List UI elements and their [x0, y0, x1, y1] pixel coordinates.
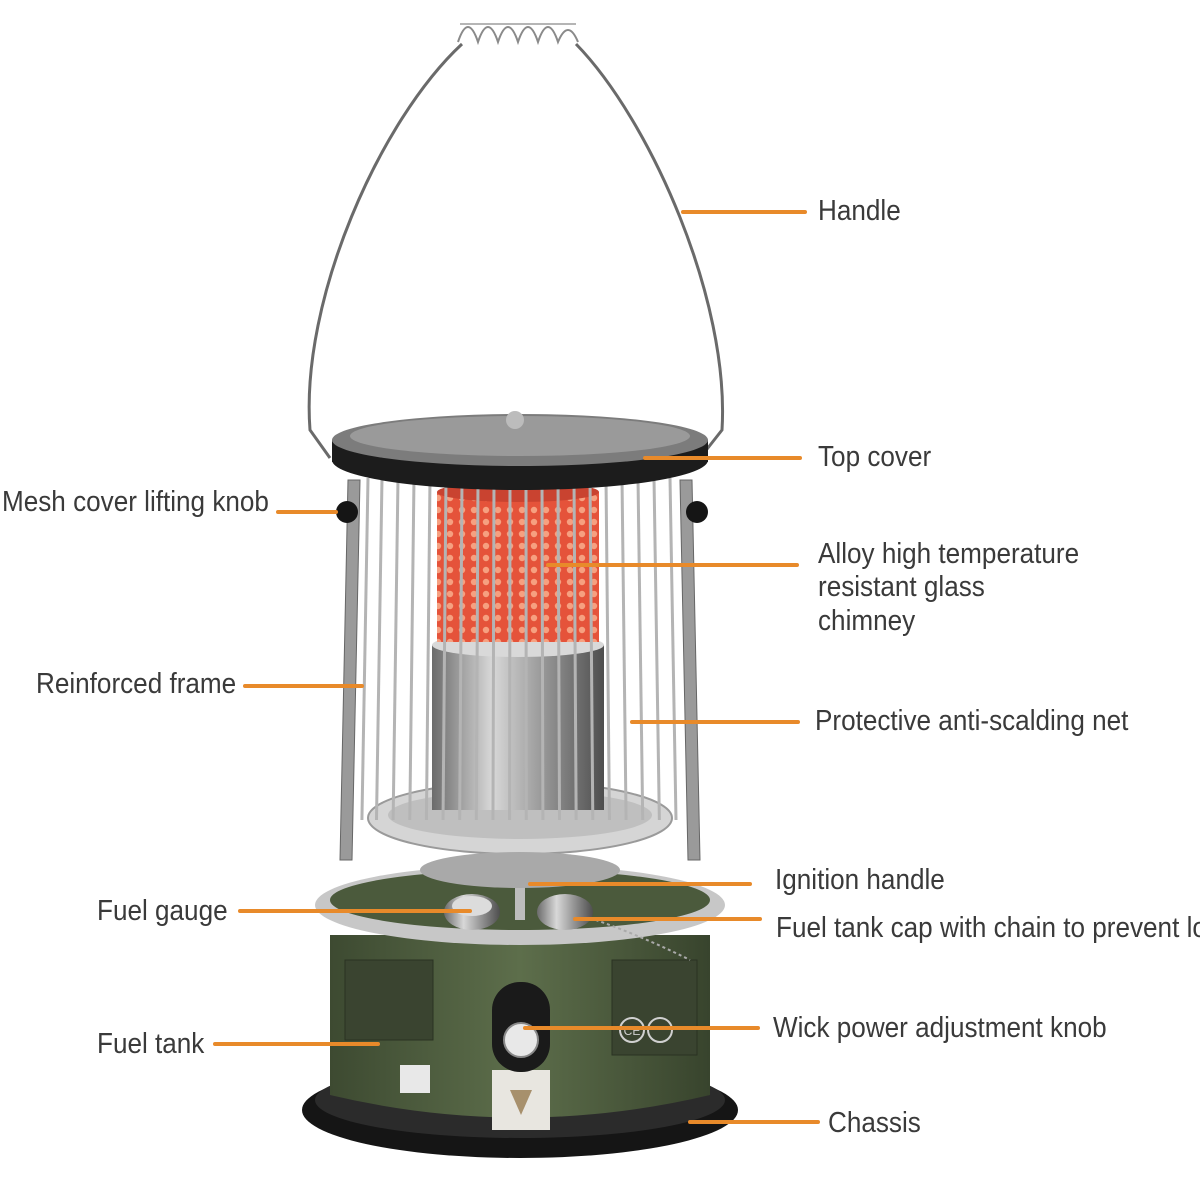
net-bar [540, 477, 545, 821]
label-chimney: Alloy high temperature resistant glass c… [818, 538, 1088, 638]
net-bar [408, 477, 416, 821]
mesh-knob-left[interactable] [336, 501, 358, 523]
reinforced-frame [339, 479, 701, 861]
net-bar [458, 477, 464, 821]
handle-wire [307, 42, 725, 459]
wick-knob[interactable] [503, 1022, 539, 1058]
label-chimney-line2: resistant glass chimney [818, 571, 985, 637]
label-reinforced-frame: Reinforced frame [36, 668, 237, 700]
ignition-handle[interactable] [515, 882, 525, 920]
net-bar [360, 477, 370, 821]
label-fuel-gauge: Fuel gauge [97, 895, 228, 927]
net-bar [604, 477, 611, 821]
net-bar [668, 477, 678, 821]
net-bar [424, 477, 432, 821]
net-bar [636, 477, 645, 821]
leader-lines [213, 210, 820, 1124]
label-fuel-tank-cap: Fuel tank cap with chain to prevent loss [776, 912, 1200, 944]
label-fuel-tank: Fuel tank [97, 1028, 205, 1060]
net-bar [391, 477, 400, 821]
net-bar [556, 477, 562, 821]
net-bar [491, 477, 496, 821]
mesh-knob-right[interactable] [686, 501, 708, 523]
handle-spring [457, 23, 579, 46]
net-bar [441, 477, 448, 821]
label-protective-net: Protective anti-scalding net [815, 705, 1129, 737]
combustion-cylinder [432, 645, 604, 810]
net-bar [620, 477, 628, 821]
label-ignition-handle: Ignition handle [775, 864, 945, 896]
label-handle: Handle [818, 195, 901, 227]
net-bar [474, 477, 480, 821]
label-wick-knob: Wick power adjustment knob [773, 1012, 1107, 1044]
label-chimney-line1: Alloy high temperature [818, 538, 1080, 570]
label-top-cover: Top cover [818, 441, 932, 473]
label-mesh-knob: Mesh cover lifting knob [2, 486, 269, 518]
net-bar [374, 477, 384, 821]
protective-net [360, 477, 678, 821]
net-bar [652, 477, 661, 821]
net-bar [588, 477, 595, 821]
fuel-tank-cap[interactable] [537, 894, 593, 930]
label-chassis: Chassis [828, 1107, 921, 1139]
net-bar [572, 477, 578, 821]
